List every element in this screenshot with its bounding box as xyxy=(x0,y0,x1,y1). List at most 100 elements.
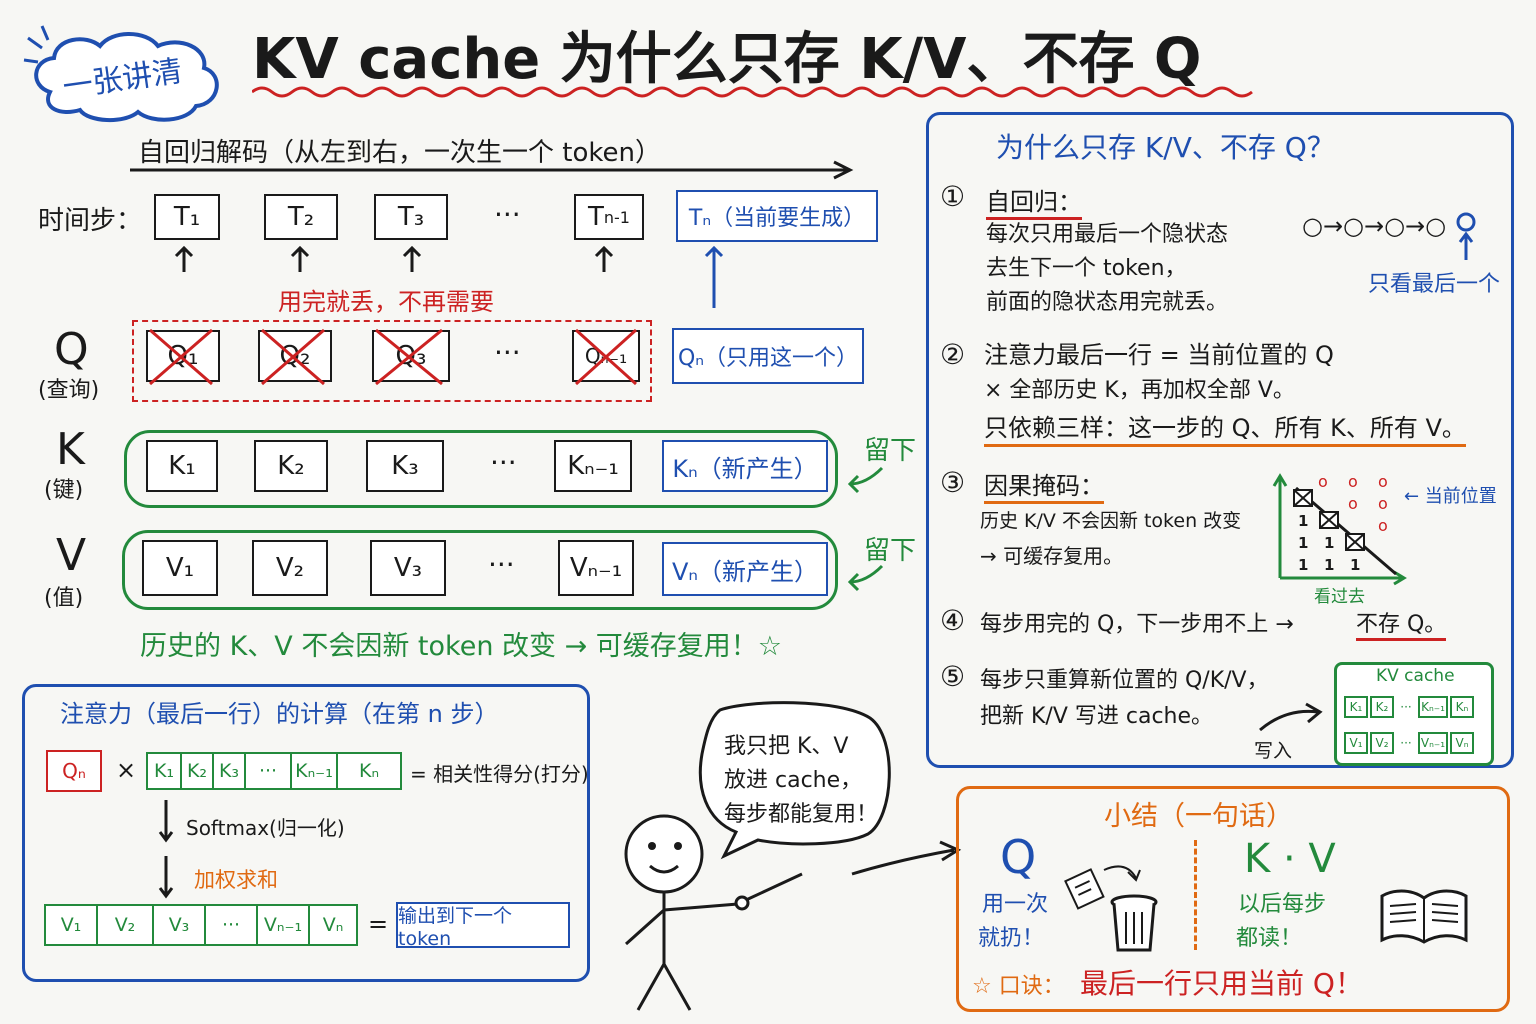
attn-qn: Qₙ xyxy=(46,750,102,792)
attn-output: 输出到下一个 token xyxy=(396,902,570,950)
summary-q: Q xyxy=(1000,830,1037,884)
k-cell-2: K₂ xyxy=(254,440,328,492)
why-p4-tail: 不存 Q。 xyxy=(1356,606,1447,641)
ellipsis-v: ··· xyxy=(488,548,515,581)
mask-one-4: 1 xyxy=(1298,556,1309,574)
mask-o-4: o xyxy=(1348,494,1358,513)
mask-look-label: 看过去 xyxy=(1314,587,1365,607)
time-label: 时间步： xyxy=(38,206,143,236)
k-cache-group xyxy=(124,430,838,508)
why-p1-line-1: 每次只用最后一个隐状态 xyxy=(986,222,1229,247)
summary-panel xyxy=(956,786,1510,1012)
mask-one-3: 1 xyxy=(1324,534,1335,552)
kv-k-cell-3: ··· xyxy=(1396,696,1416,718)
v-cell-3: V₃ xyxy=(370,540,446,596)
vn-box: Vₙ（新产生） xyxy=(662,542,828,596)
speech-line-1: 我只把 K、V xyxy=(724,734,849,759)
attn-equals: = xyxy=(368,910,389,938)
qn-box: Qₙ（只用这一个） xyxy=(672,328,864,384)
mask-current-label: ← 当前位置 xyxy=(1404,486,1497,507)
ellipsis-q: ··· xyxy=(494,336,521,369)
q-cross-marks xyxy=(149,328,638,386)
token-up-arrows xyxy=(174,245,724,308)
why-p2-line-3: 只依赖三样：这一步的 Q、所有 K、所有 V。 xyxy=(984,412,1466,447)
ellipsis-tokens: ··· xyxy=(494,198,521,231)
ellipsis-k: ··· xyxy=(490,446,517,479)
why-p1-line-3: 前面的隐状态用完就丢。 xyxy=(986,290,1229,315)
summary-motto: 最后一行只用当前 Q！ xyxy=(1080,967,1363,1000)
page-title: KV cache 为什么只存 K/V、不存 Q xyxy=(252,27,1202,92)
causal-mask-figure xyxy=(1272,473,1407,586)
why-p2-line-2: × 全部历史 K，再加权全部 V。 xyxy=(984,378,1295,403)
why-p5-num: ⑤ xyxy=(940,660,966,693)
why-p1-num: ① xyxy=(940,180,966,213)
why-title: 为什么只存 K/V、不存 Q？ xyxy=(996,131,1335,164)
write-arrow xyxy=(1259,702,1323,732)
why-p3-line-2: → 可缓存复用。 xyxy=(980,544,1124,568)
attn-weighted: 加权求和 xyxy=(194,868,278,892)
summary-kv: K · V xyxy=(1244,836,1336,882)
why-chain-note: 只看最后一个 xyxy=(1368,272,1501,297)
attn-k-cell-6: Kₙ xyxy=(358,760,380,782)
kv-v-cell-1: V₁ xyxy=(1344,732,1368,754)
why-panel xyxy=(926,112,1514,768)
attn-softmax: Softmax(归一化) xyxy=(186,816,345,840)
v-cell-1: V₁ xyxy=(142,540,218,596)
summary-kv-line-1: 以后每步 xyxy=(1238,892,1327,917)
stick-figure-teacher xyxy=(624,701,962,1011)
token-t3: T₃ xyxy=(374,194,448,240)
why-p3-line-1: 历史 K/V 不会因新 token 改变 xyxy=(980,510,1242,532)
attn-k-cell-4: ··· xyxy=(246,754,292,788)
summary-q-line-2: 就扔！ xyxy=(978,926,1045,951)
attention-panel xyxy=(22,684,590,982)
k-cell-1: K₁ xyxy=(146,440,218,492)
k-cell-n-1: Kₙ₋₁ xyxy=(554,440,632,492)
k-sub: (键) xyxy=(44,478,84,503)
v-cell-n-1: Vₙ₋₁ xyxy=(558,540,634,596)
mask-one-5: 1 xyxy=(1324,556,1335,574)
token-tn-1-sub: n-1 xyxy=(603,207,630,227)
why-chain: ○→○→○→○ xyxy=(1302,212,1447,240)
why-p1-line-2: 去生下一个 token， xyxy=(986,256,1187,281)
attn-v-cell-2: V₂ xyxy=(98,906,154,944)
attn-score-label: = 相关性得分(打分) xyxy=(410,762,589,786)
why-p5-line-2: 把新 K/V 写进 cache。 xyxy=(980,704,1214,729)
v-cache-group xyxy=(122,530,838,610)
attn-v-cell-4: ··· xyxy=(206,906,258,944)
why-p3-head: 因果掩码： xyxy=(984,466,1104,504)
speech-text: 我只把 K、V 放进 cache， 每步都能复用！ xyxy=(724,730,894,832)
kv-v-cell-4: Vₙ₋₁ xyxy=(1418,732,1448,754)
token-t2: T₂ xyxy=(264,194,338,240)
title-underline xyxy=(252,86,1253,98)
v-sub: (值) xyxy=(44,586,84,611)
why-p4-num: ④ xyxy=(940,604,966,637)
speech-line-2: 放进 cache， xyxy=(724,768,863,793)
token-t1: T₁ xyxy=(154,194,220,240)
why-p1-head: 自回归： xyxy=(986,182,1082,220)
why-p5-line-1: 每步只重算新位置的 Q/K/V， xyxy=(980,668,1269,693)
attn-v-cell-3: V₃ xyxy=(154,906,206,944)
token-tn-1-main: T xyxy=(588,202,604,232)
decode-label: 自回归解码（从左到右，一次生一个 token） xyxy=(138,138,661,168)
mask-o-1: o xyxy=(1318,472,1328,491)
mask-one-2: 1 xyxy=(1298,534,1309,552)
v-label: V xyxy=(56,530,87,581)
attn-flow-arrows xyxy=(158,800,174,899)
k-cell-3: K₃ xyxy=(366,440,444,492)
attention-title: 注意力（最后一行）的计算（在第 n 步） xyxy=(60,700,499,728)
mask-o-6: o xyxy=(1378,516,1388,535)
summary-motto-label: ☆ 口诀： xyxy=(972,974,1065,999)
badge-cloud xyxy=(23,25,219,123)
k-label: K xyxy=(56,424,85,475)
open-book-icon xyxy=(1380,889,1468,944)
kn-box: Kₙ（新产生） xyxy=(662,440,828,492)
speech-line-3: 每步都能复用！ xyxy=(724,802,879,827)
keep-label-v: 留下 xyxy=(864,536,917,566)
mask-o-3: o xyxy=(1378,472,1388,491)
mask-one-6: 1 xyxy=(1350,556,1361,574)
why-p3-num: ③ xyxy=(940,466,966,499)
why-p4-text: 每步用完的 Q，下一步用不上 → xyxy=(980,612,1294,637)
mask-one-1: 1 xyxy=(1298,512,1309,530)
